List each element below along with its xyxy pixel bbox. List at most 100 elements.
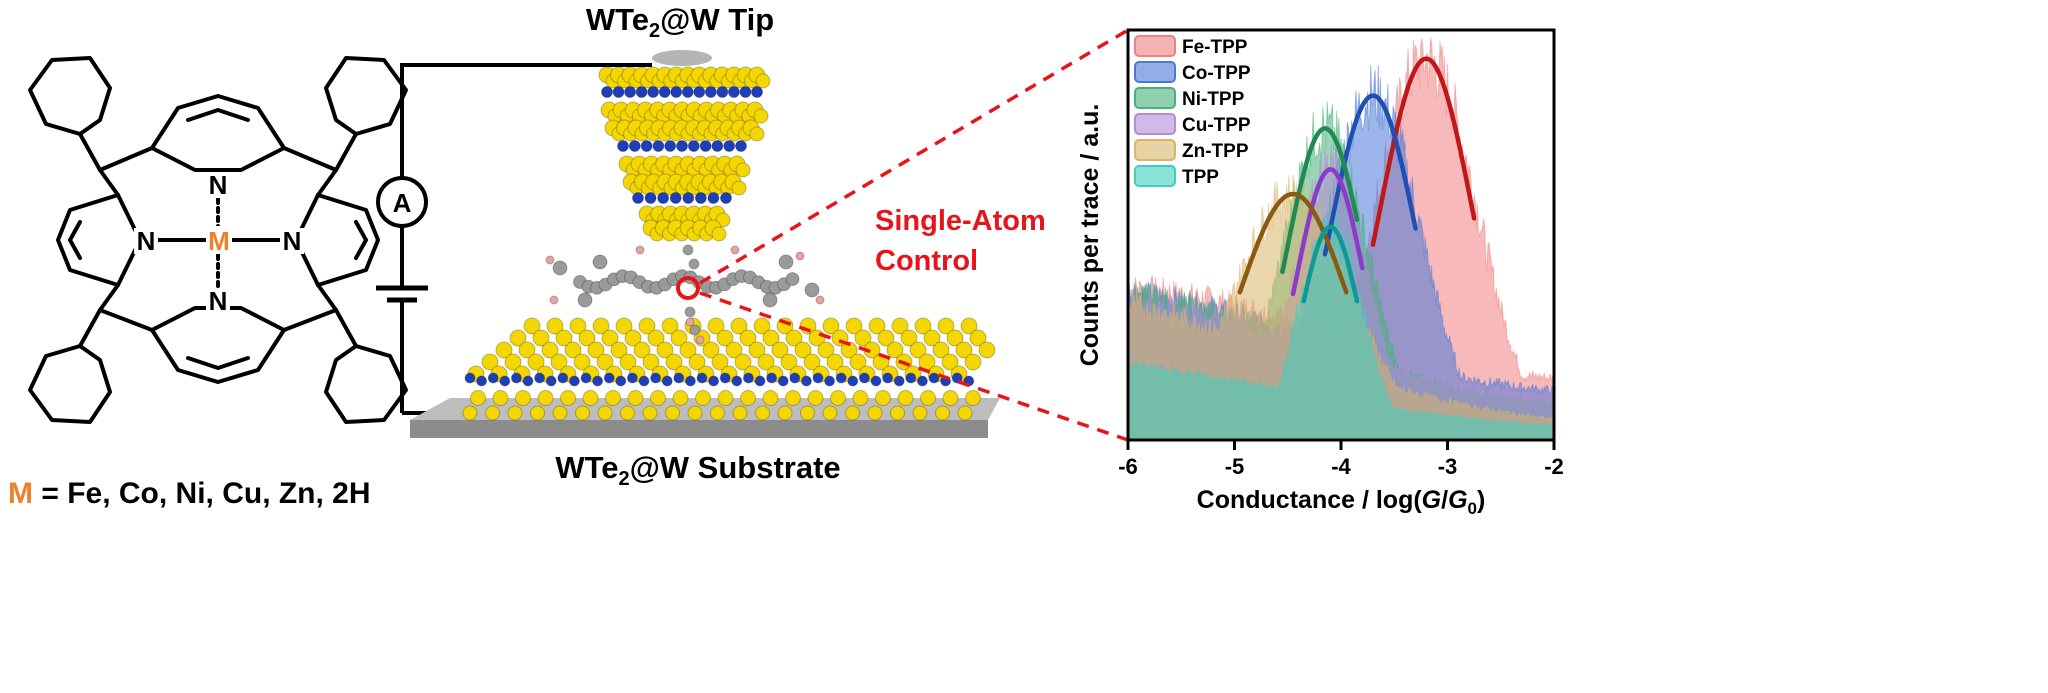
te-atom [867,405,883,421]
te-atom [523,317,541,335]
phenyl-ring-bl [28,344,112,424]
legend-label: Ni-TPP [1182,89,1245,110]
te-atom [596,353,614,371]
tip-cap [652,50,712,66]
te-atom [877,329,895,347]
c-atom [592,254,608,270]
w-atom [699,140,712,152]
te-atom [717,390,734,406]
te-atom [868,317,886,335]
w-atom [684,375,696,387]
w-atom [635,86,648,98]
molecule-3d-model [545,244,825,345]
te-atom [518,341,536,359]
te-atom [748,341,766,359]
w-atom [617,140,629,152]
meso-bridge-br [282,283,338,332]
x-tick-label: -5 [1225,454,1245,479]
te-atom [762,329,780,347]
w-atom [704,86,717,98]
te-atom [946,329,964,347]
w-atom [800,375,812,387]
te-atom [785,390,801,406]
te-atom [909,341,927,359]
x-tick-label: -4 [1331,454,1351,479]
te-atom [485,405,500,421]
legend-swatch [1134,35,1176,57]
metal-label: M [208,226,230,256]
w-atom [719,372,731,384]
w-atom [644,192,657,204]
w-atom [522,375,534,387]
w-atom [928,372,940,384]
w-atom [708,375,720,387]
x-axis-label-part-2: / [1441,486,1448,514]
w-atom [858,372,870,384]
te-atom [762,390,779,406]
te-atom [582,390,599,406]
te-atom [564,341,582,359]
w-atom [882,372,894,384]
te-atom [642,353,660,371]
w-atom [777,375,789,387]
te-atom [960,317,978,335]
te-atom [560,390,576,406]
metal-caption-symbol: M [8,477,33,510]
te-atom [504,353,522,371]
fit-curve-zn-tpp [1237,191,1349,295]
te-atom [555,329,573,347]
te-atom [852,390,869,406]
te-atom [661,317,679,335]
w-atom [476,375,488,387]
w-atom [727,86,740,98]
single-atom-highlight [676,276,700,300]
legend-swatch [1134,113,1176,135]
w-atom [731,375,743,387]
w-atom [657,192,670,204]
w-atom [464,372,476,384]
legend-label: TPP [1182,167,1219,188]
te-atom [955,341,973,359]
legend-swatch [1134,165,1176,187]
w-atom [612,86,625,98]
x-axis-label: Conductance / log(G/G0) [1197,486,1486,518]
w-atom [664,140,677,152]
te-atom [610,341,628,359]
te-atom [730,317,748,335]
te-atom [627,390,644,406]
te-atom [840,341,858,359]
h-atom [549,295,559,305]
te-atom [978,341,996,359]
w-atom [640,140,653,152]
w-atom [652,140,665,152]
te-atom [573,353,591,371]
x-axis-label-part-0: Conductance / log( [1197,486,1423,514]
phenyl-link-bl [78,308,102,348]
te-atom [702,341,720,359]
te-atom [546,317,564,335]
w-atom [658,86,671,98]
h-atom [685,317,695,327]
te-atom [780,353,798,371]
w-atom [632,192,644,204]
te-atom [672,390,689,406]
w-atom [847,375,859,387]
te-atom [964,353,982,371]
te-atom [679,341,697,359]
te-atom [807,390,824,406]
te-atom [969,329,987,347]
h-atom [635,245,645,255]
w-atom [694,192,707,204]
te-atom [822,317,840,335]
phenyl-link-tr [334,132,358,172]
metal-caption-list: = Fe, Co, Ni, Cu, Zn, 2H [33,477,371,510]
w-atom [580,372,592,384]
x-axis-label-part-1: G [1422,486,1441,514]
te-atom [875,390,891,406]
x-axis-label-part-5: ) [1477,486,1485,514]
molecule-atom-labels: M N N N N [134,170,304,316]
te-atom [935,405,950,421]
